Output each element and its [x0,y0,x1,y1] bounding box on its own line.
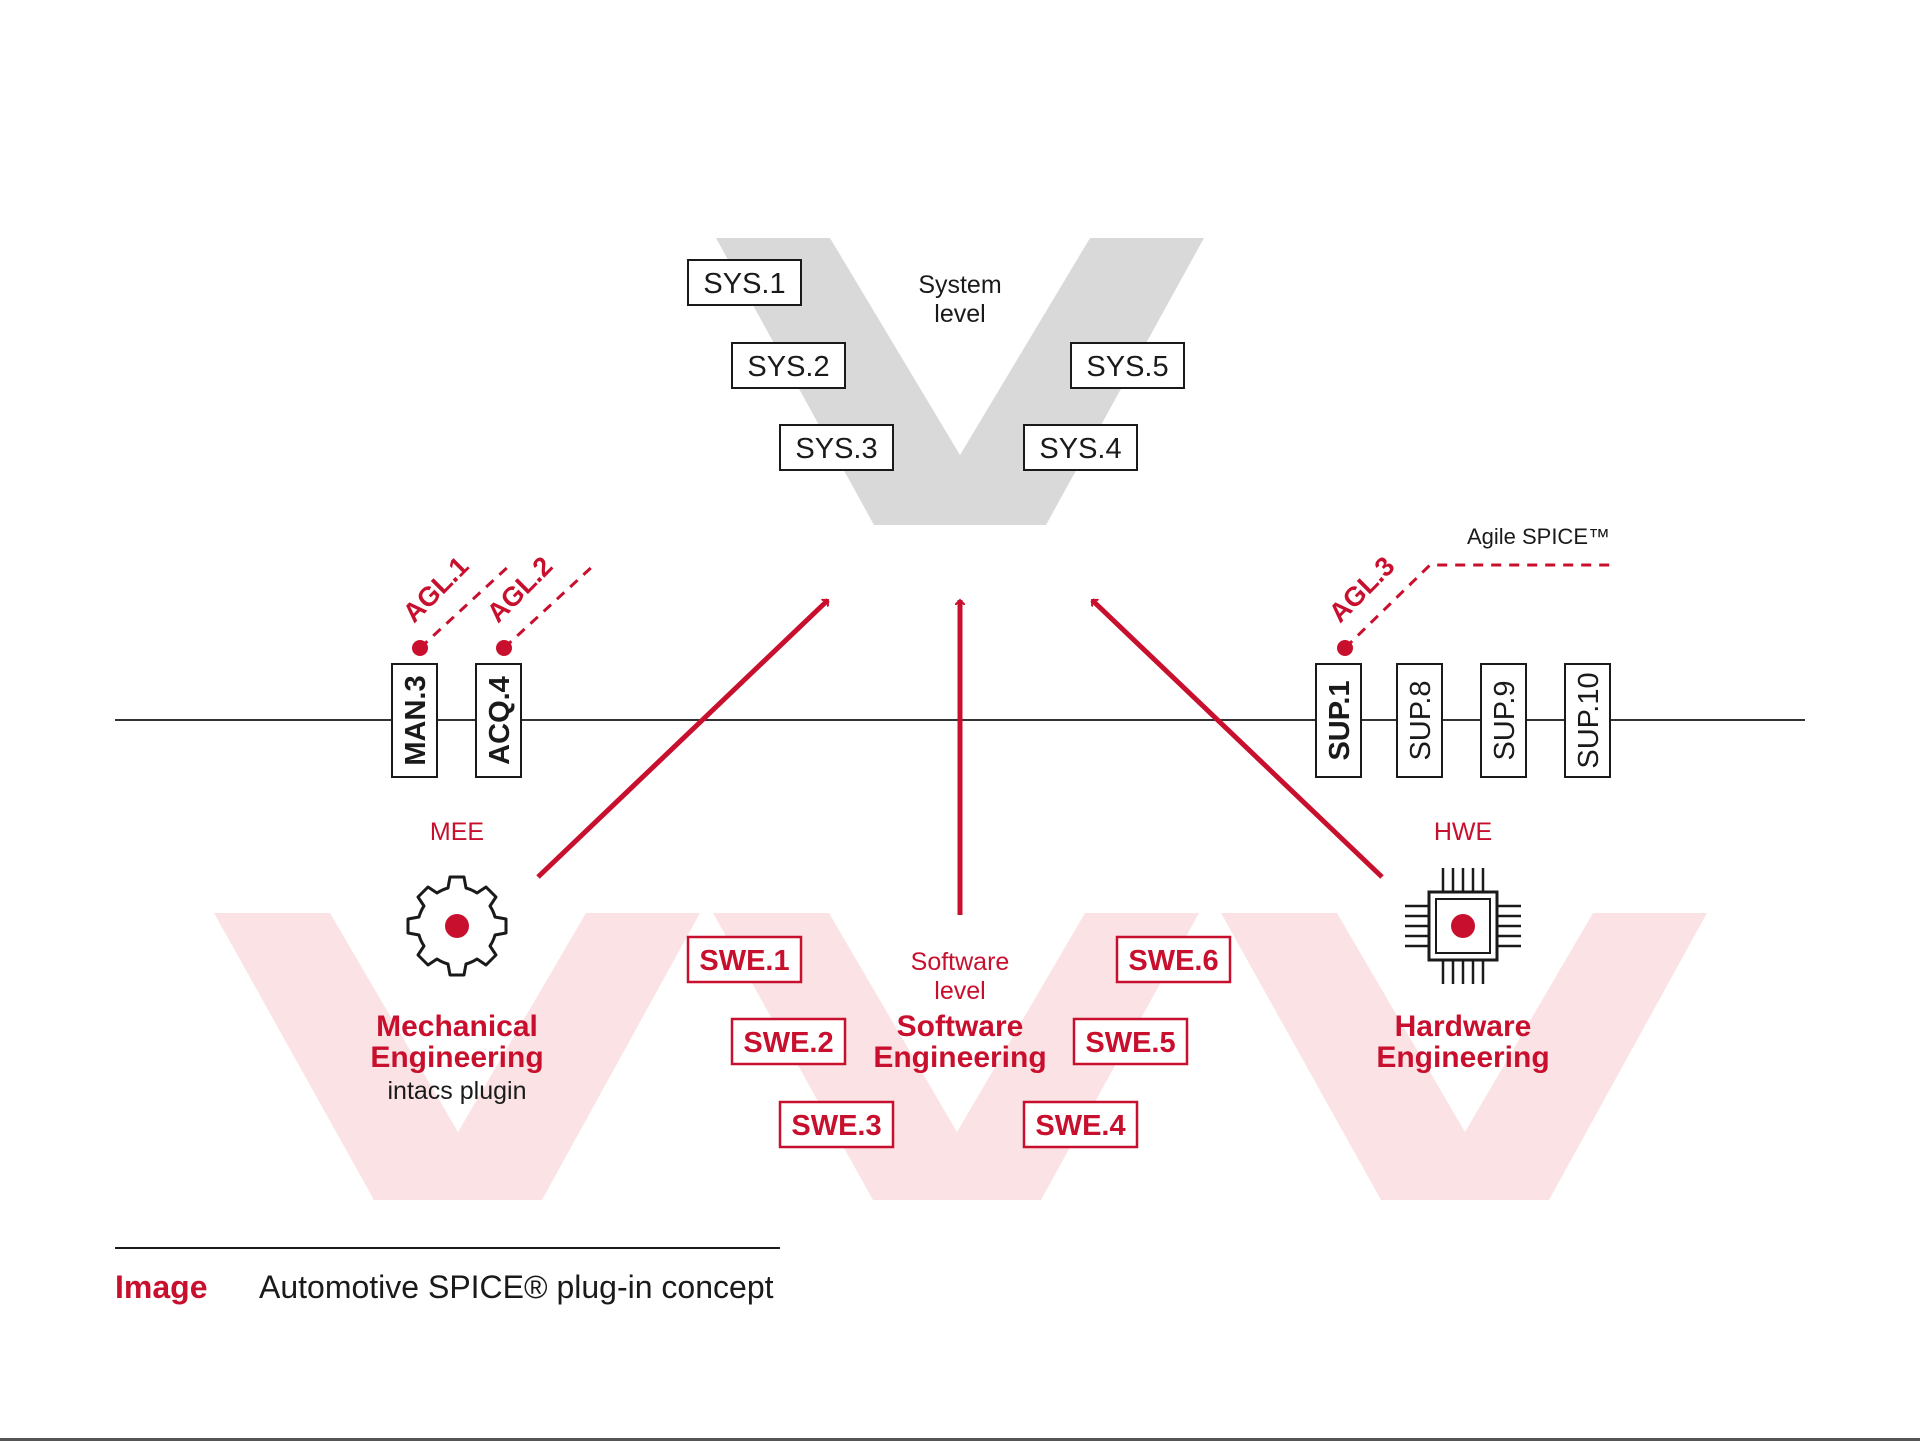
process-box-sup10: SUP.10 [1564,663,1611,778]
svg-text:MAN.3: MAN.3 [400,675,432,765]
software-v-shape-left [214,913,700,1200]
arrow-mechanical-to-system [536,598,830,879]
swe-box-3: SWE.3 [778,1100,895,1149]
svg-text:SYS.1: SYS.1 [703,268,785,300]
svg-text:SUP.1: SUP.1 [1324,680,1356,760]
svg-text:SYS.3: SYS.3 [795,433,877,465]
chip-icon [1405,868,1521,984]
agl-2-label: AGL.2 [481,551,558,628]
swe-box-1: SWE.1 [686,935,803,984]
swe-box-4: SWE.4 [1022,1100,1139,1149]
agl-1-dash [418,563,512,650]
system-level-label: System [918,271,1001,299]
agl-3-dot [1337,640,1353,656]
agl-1-label: AGL.1 [397,551,474,628]
sys-box-3: SYS.3 [779,424,894,471]
swe-box-5: SWE.5 [1072,1017,1189,1066]
svg-text:SWE.5: SWE.5 [1085,1027,1175,1059]
mechanical-subtitle: intacs plugin [388,1077,527,1105]
process-box-man3: MAN.3 [391,663,438,778]
agl-2-dot [496,640,512,656]
bottom-border [0,1438,1920,1441]
process-box-sup1: SUP.1 [1315,663,1362,778]
caption-text: Automotive SPICE® plug-in concept [259,1269,774,1305]
svg-text:SWE.3: SWE.3 [791,1110,881,1142]
svg-text:SWE.6: SWE.6 [1128,945,1218,977]
system-level-label-2: level [934,300,985,328]
mee-label: MEE [430,818,484,846]
mechanical-heading-2: Engineering [370,1041,543,1074]
process-box-acq4: ACQ.4 [475,663,522,778]
gear-icon [406,875,508,977]
svg-text:SUP.8: SUP.8 [1405,680,1437,760]
agl-3-label: AGL.3 [1323,551,1400,628]
sys-box-5: SYS.5 [1070,342,1185,389]
svg-text:SYS.4: SYS.4 [1039,433,1121,465]
software-heading-2: Engineering [873,1041,1046,1074]
sys-box-2: SYS.2 [731,342,846,389]
software-level-label-2: level [934,977,985,1005]
svg-text:ACQ.4: ACQ.4 [484,676,516,765]
process-box-sup8: SUP.8 [1396,663,1443,778]
svg-text:SUP.9: SUP.9 [1489,680,1521,760]
hardware-heading-2: Engineering [1376,1041,1549,1074]
svg-text:SWE.2: SWE.2 [743,1027,833,1059]
swe-box-6: SWE.6 [1115,935,1232,984]
agl-3-dash [1343,563,1610,650]
agl-1-dot [412,640,428,656]
mechanical-heading-1: Mechanical [376,1010,538,1043]
caption-label: Image [115,1269,207,1305]
svg-text:SWE.1: SWE.1 [699,945,789,977]
software-level-label: Software [911,948,1010,976]
sys-box-1: SYS.1 [687,259,802,306]
agile-spice-label: Agile SPICE™ [1467,524,1610,549]
agl-2-dash [502,563,596,650]
svg-text:SYS.2: SYS.2 [747,351,829,383]
sys-box-4: SYS.4 [1023,424,1138,471]
hardware-heading-1: Hardware [1395,1010,1532,1043]
svg-text:SUP.10: SUP.10 [1573,672,1605,768]
svg-text:SYS.5: SYS.5 [1086,351,1168,383]
software-heading-1: Software [897,1010,1024,1043]
swe-box-2: SWE.2 [730,1017,847,1066]
process-box-sup9: SUP.9 [1480,663,1527,778]
hwe-label: HWE [1434,818,1492,846]
software-v-shape-right [1221,913,1707,1200]
svg-text:SWE.4: SWE.4 [1035,1110,1125,1142]
arrow-hardware-to-system [1090,598,1384,879]
